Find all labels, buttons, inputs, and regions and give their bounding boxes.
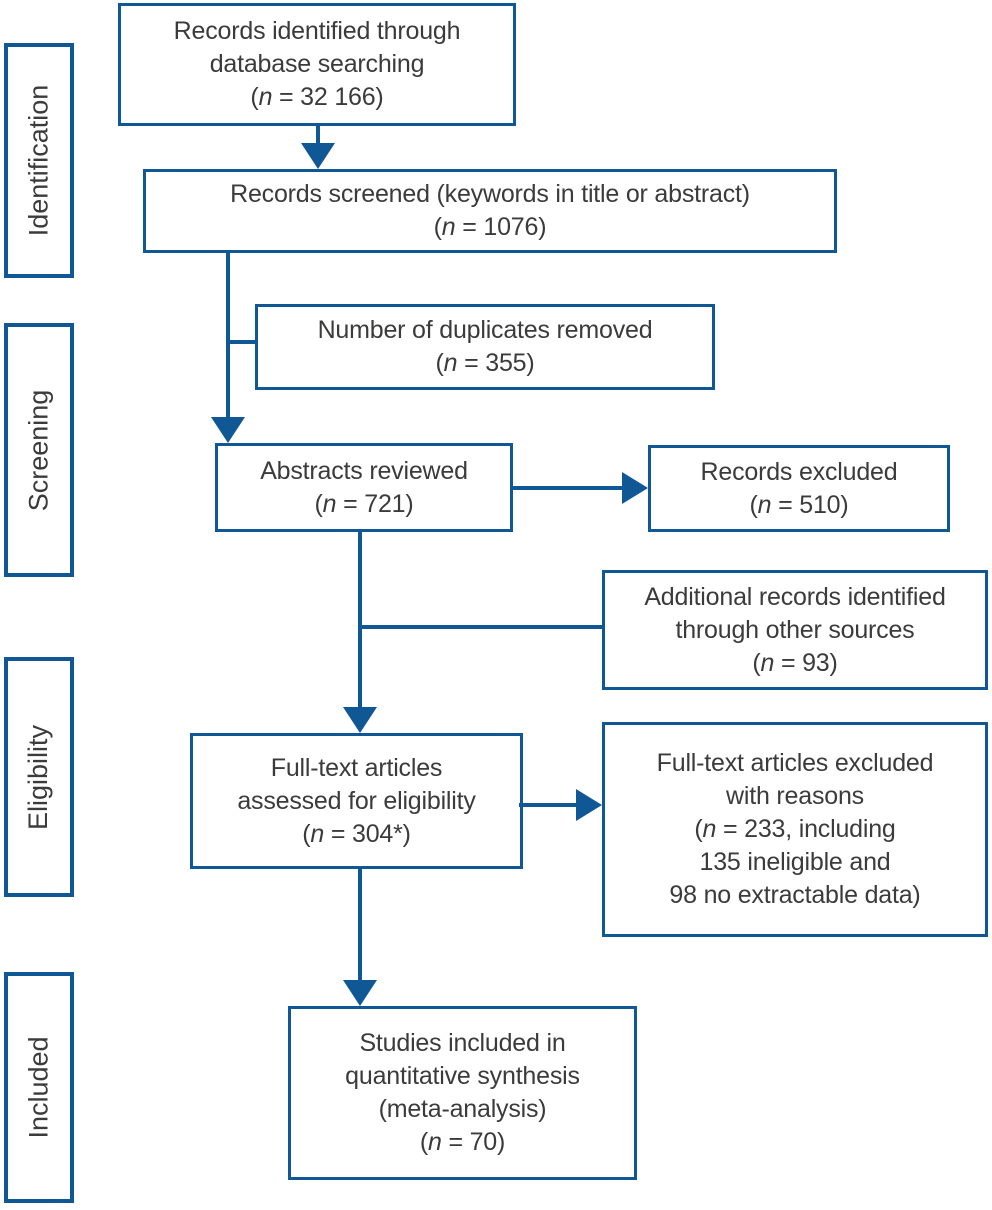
box-text-line: Additional records identified [644,582,946,611]
connector-fulltext-to-excluded [519,803,578,807]
arrowhead-down-icon [211,417,245,443]
connector-abstracts-to-excluded [511,486,624,490]
box-text-line: Records excluded [700,457,898,486]
box-text-line: Records screened (keywords in title or a… [230,180,750,208]
flow-box-abstracts-reviewed: Abstracts reviewed (n = 721) [215,443,513,532]
box-text-line: 98 no extractable data) [669,881,921,909]
connector-branch-duplicates [228,340,258,344]
flow-box-records-excluded: Records excluded (n = 510) [648,445,950,532]
flow-box-full-text-assessed: Full-text articles assessed for eligibili… [190,733,523,869]
box-text-line: quantitative synthesis [345,1062,580,1090]
box-text-line: Full-text articles [270,753,443,782]
flow-box-full-text-excluded: Full-text articles excluded with reasons (… [602,722,988,937]
box-text-line: database searching [209,50,425,78]
flow-box-records-identified: Records identified through database searc… [118,3,516,126]
arrowhead-right-icon [622,472,648,504]
flow-box-additional-records: Additional records identified through oth… [602,570,988,690]
arrowhead-down-icon [343,707,377,733]
box-text-line: Number of duplicates removed [317,316,653,344]
box-text-line: 135 ineligible and [699,848,891,876]
stage-label-text: Eligibility [23,724,54,830]
stage-label-eligibility: Eligibility [4,657,74,897]
box-text-line: (n = 355) [435,349,535,377]
connector-branch-additional-records [358,625,604,629]
arrowhead-down-icon [301,143,335,169]
box-text-line: Studies included in [359,1029,566,1057]
box-text-line: Abstracts reviewed [260,456,468,485]
box-text-line: (n = 510) [749,490,849,519]
box-text-line: assessed for eligibility [237,786,476,815]
box-text-line: Records identified through [173,17,461,45]
connector-screened-to-abstracts [226,253,230,420]
stage-label-screening: Screening [4,323,74,577]
box-text-line: (n = 70) [419,1128,506,1156]
box-text-line: (n = 93) [752,648,838,677]
box-text-line: (n = 721) [314,489,414,518]
stage-label-text: Identification [23,84,54,237]
flow-box-duplicates-removed: Number of duplicates removed (n = 355) [255,304,715,390]
flow-box-records-screened: Records screened (keywords in title or a… [143,169,837,253]
connector-fulltext-to-included [358,867,362,982]
connector-identified-to-screened [316,126,320,146]
box-text-line: (n = 304*) [302,819,411,848]
box-text-line: (meta-analysis) [378,1095,547,1123]
flow-box-studies-included: Studies included in quantitative synthesi… [288,1006,637,1180]
box-text-line: through other sources [675,615,915,644]
arrowhead-down-icon [343,980,377,1006]
connector-abstracts-to-fulltext [358,532,362,710]
arrowhead-right-icon [576,789,602,821]
stage-label-included: Included [4,972,74,1203]
box-text-line: (n = 233, including [694,815,896,843]
stage-label-text: Screening [23,389,54,511]
box-text-line: Full-text articles excluded [656,749,934,777]
stage-label-text: Included [23,1036,54,1139]
box-text-line: (n = 32 166) [250,83,384,111]
box-text-line: with reasons [726,782,864,810]
stage-label-identification: Identification [4,43,74,278]
box-text-line: (n = 1076) [433,213,547,241]
